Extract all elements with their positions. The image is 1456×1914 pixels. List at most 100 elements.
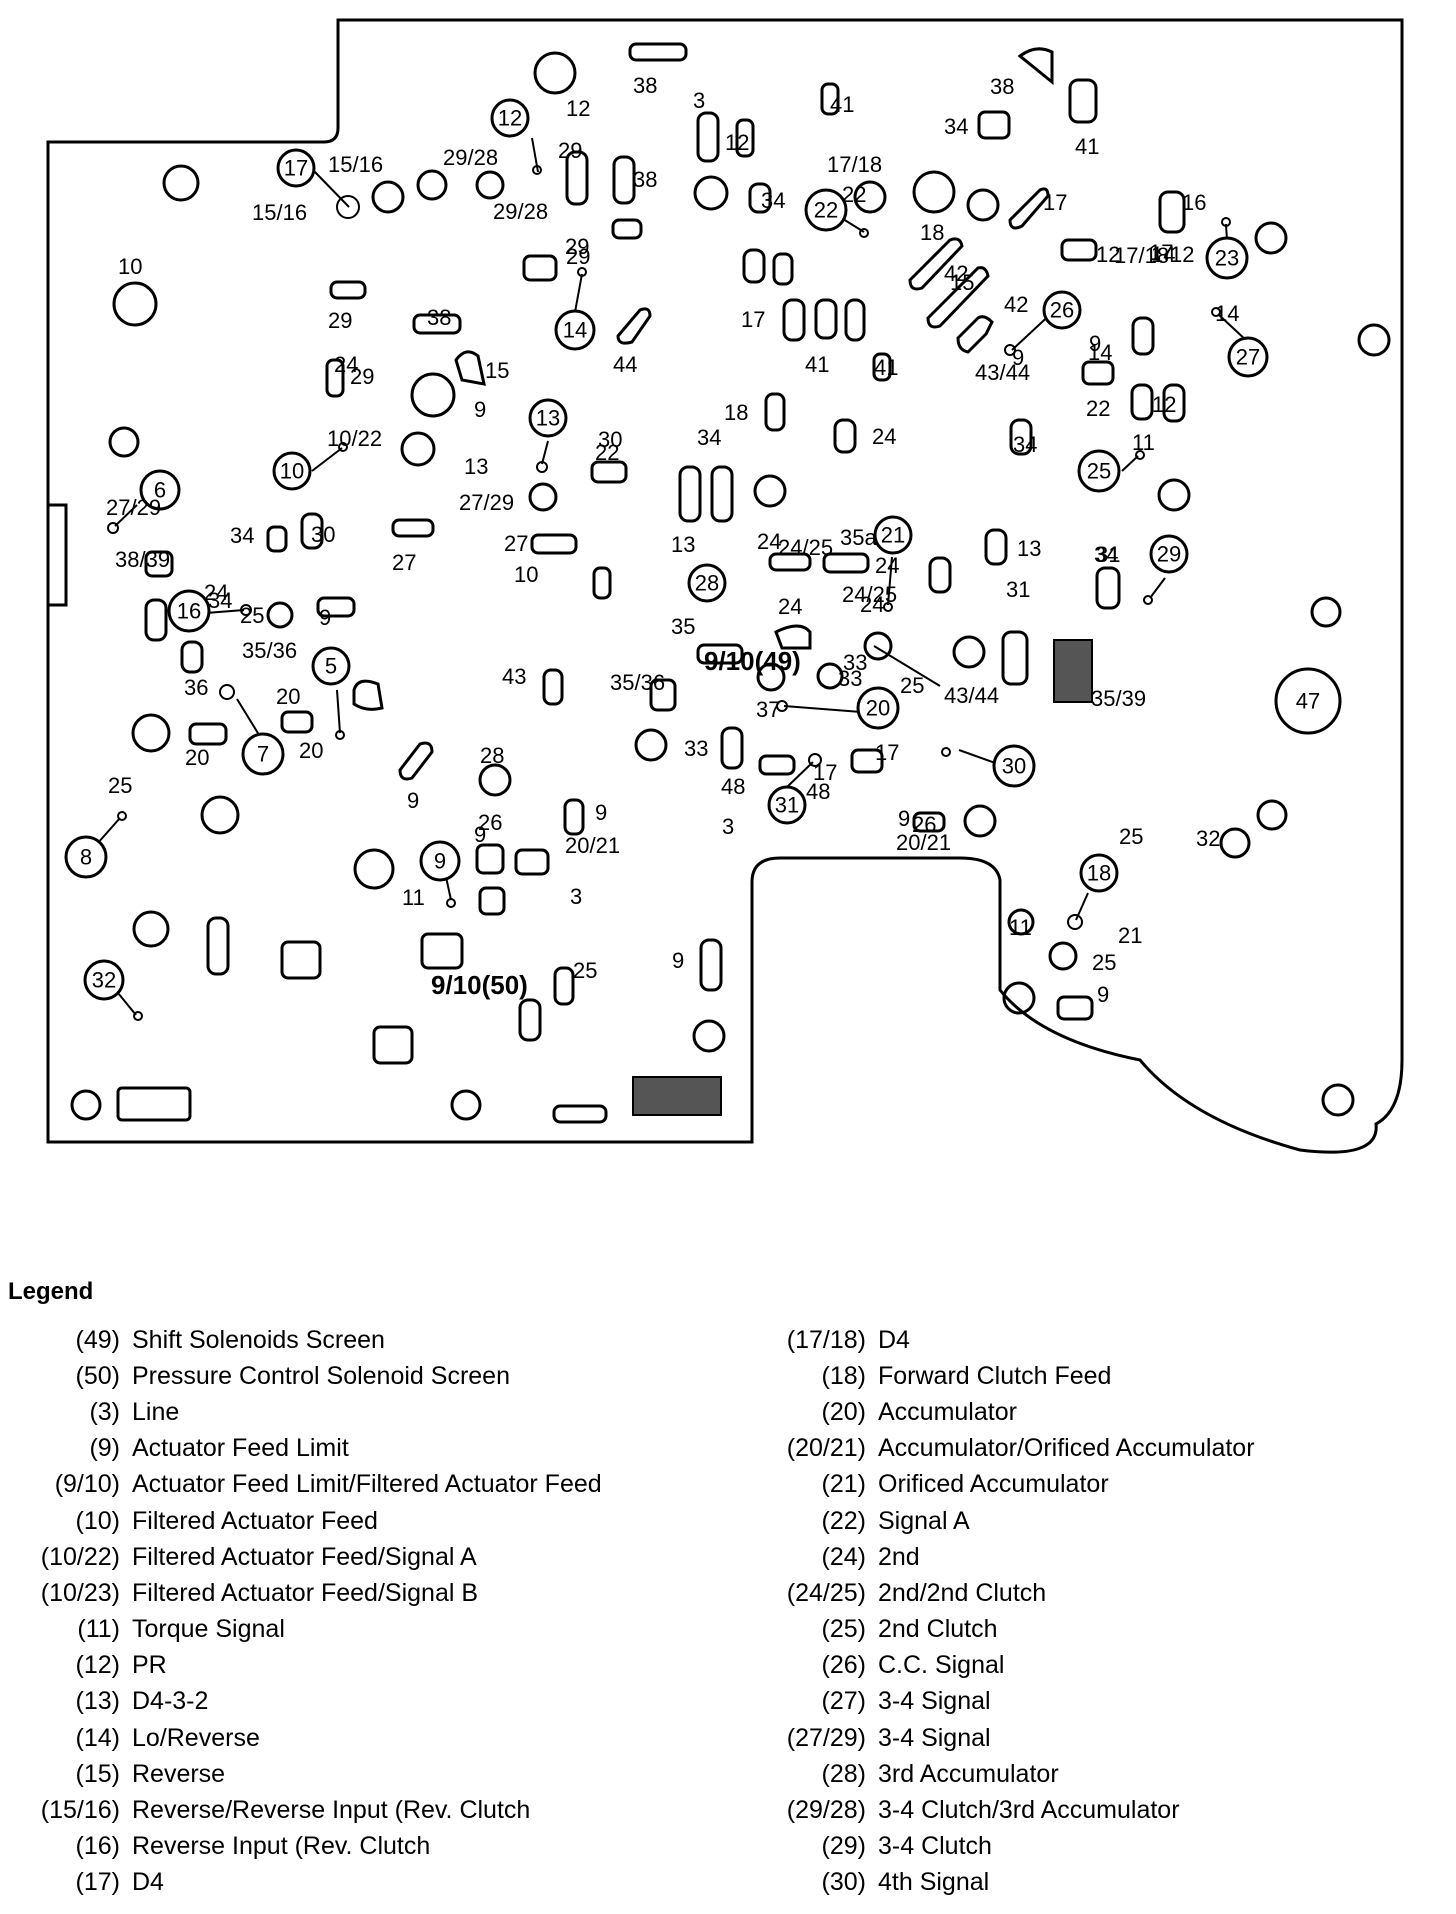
legend-code: (29) (821, 1832, 866, 1861)
diagram-label: 24 (875, 553, 899, 578)
diagram-label: 33 (843, 650, 867, 675)
callout-number: 20 (866, 696, 890, 721)
legend-code: (21) (821, 1470, 866, 1499)
legend-description: Filtered Actuator Feed (132, 1506, 378, 1535)
legend-row: (9/10)Actuator Feed Limit/Filtered Actua… (0, 1467, 602, 1503)
diagram-label: 9 (672, 948, 684, 973)
legend-code: (15) (75, 1759, 120, 1788)
diagram-label: 26 (912, 812, 936, 837)
legend-description: Actuator Feed Limit (132, 1434, 349, 1463)
legend-code: (50) (75, 1361, 120, 1390)
legend-code: (17) (75, 1868, 120, 1897)
callout-circle (1205, 236, 1249, 280)
legend-code: (20) (821, 1397, 866, 1426)
legend-row: (22)Signal A (756, 1503, 1255, 1539)
callout-circle (1149, 534, 1189, 574)
diagram-label: 41 (874, 355, 898, 380)
diagram-label: 30 (598, 427, 622, 452)
diagram-label: 29 (565, 234, 589, 259)
diagram-label: 10/22 (327, 426, 382, 451)
callout-number: 32 (92, 968, 116, 993)
legend-code: (14) (75, 1723, 120, 1752)
holes (70, 51, 1391, 1121)
legend-row: (50) Pressure Control Solenoid Screen (0, 1358, 602, 1394)
diagram-label: 11 (402, 885, 425, 910)
diagram-label: 20 (276, 684, 300, 709)
legend-description: Reverse/Reverse Input (Rev. Clutch (132, 1796, 531, 1825)
diagram-label: 14 (1088, 340, 1112, 365)
callout-circle (419, 840, 461, 882)
diagram-label: 27 (392, 550, 416, 575)
legend-code: (11) (77, 1615, 120, 1644)
legend-row: (20/21)Accumulator/Orificed Accumulator (756, 1431, 1255, 1467)
diagram-label: 43 (502, 664, 526, 689)
diagram-label: 29 (558, 138, 582, 163)
diagram-label: 48 (806, 779, 830, 804)
diagram-label: 22 (842, 182, 866, 207)
legend-description: Pressure Control Solenoid Screen (132, 1361, 510, 1390)
legend-row: (15/16) Reverse/Reverse Input (Rev. Clutc… (0, 1792, 602, 1828)
legend-row: (10/23)Filtered Actuator Feed/Signal B (0, 1575, 602, 1611)
legend-description: C.C. Signal (878, 1651, 1005, 1680)
diagram-label: 25 (240, 603, 264, 628)
diagram-label: 29 (350, 364, 374, 389)
leader-lines (96, 137, 1249, 1021)
diagram-label: 24 (204, 580, 228, 605)
legend-description: Orificed Accumulator (878, 1470, 1109, 1499)
callout-number: 17 (284, 156, 308, 181)
diagram-label: 24 (334, 352, 358, 377)
callout-number: 30 (1002, 754, 1026, 779)
diagram-label: 32 (1196, 826, 1220, 851)
valve-body-diagram: 1217222623271413256102129281657203047318… (46, 18, 1404, 1154)
callout-circle (167, 589, 211, 633)
pressure-control-solenoid-screen (632, 1076, 722, 1116)
diagram-label: 14 (1151, 242, 1175, 267)
diagram-label: 15 (950, 270, 974, 295)
callout-circle (856, 686, 900, 730)
diagram-label: 42 (944, 261, 968, 286)
diagram-label: 38 (990, 74, 1014, 99)
diagram-label: 10 (118, 254, 142, 279)
legend-code: (10) (75, 1506, 120, 1535)
diagram-label: 9/10(49) (704, 646, 801, 676)
diagram-label: 13 (1017, 536, 1041, 561)
legend-code: (17/18) (786, 1325, 866, 1354)
diagram-label: 9 (474, 397, 486, 422)
callout-number: 31 (775, 793, 799, 818)
callout-number: 26 (1050, 298, 1074, 323)
legend-code: (30) (821, 1868, 866, 1897)
diagram-label: 18 (920, 220, 944, 245)
legend-code: (24/25) (786, 1578, 866, 1607)
diagram-label: 10 (514, 562, 538, 587)
callout-number: 7 (257, 742, 269, 767)
callout-circle (873, 515, 913, 555)
callout-number: 28 (695, 571, 719, 596)
legend-right-column: (17/18)D4(18)Forward Clutch Feed(20)Accu… (756, 1322, 1255, 1901)
callout-number: 10 (280, 459, 304, 484)
diagram-label: 16 (1182, 190, 1206, 215)
diagram-label: 24 (872, 424, 896, 449)
callout-number: 27 (1236, 345, 1260, 370)
legend-left-column: (49)Shift Solenoids Screen(50)Pressure C… (0, 1322, 602, 1901)
diagram-label: 11 (1009, 915, 1032, 940)
diagram-label: 34 (697, 425, 721, 450)
legend-description: Filtered Actuator Feed/Signal A (132, 1542, 477, 1571)
diagram-label: 42 (1004, 292, 1028, 317)
legend-description: 3-4 Signal (878, 1723, 991, 1752)
legend-row: (16)Reverse Input (Rev. Clutch (0, 1829, 602, 1865)
legend-code: (15/16) (40, 1796, 120, 1825)
legend-code: (18) (821, 1361, 866, 1390)
legend-row: (21) Orificed Accumulator (756, 1467, 1255, 1503)
diagram-label: 3 (693, 88, 705, 113)
ports (116, 42, 1186, 1124)
callout-number: 23 (1215, 246, 1239, 271)
callout-number: 47 (1296, 689, 1320, 714)
diagram-label: 33 (684, 736, 708, 761)
callout-number: 29 (1157, 542, 1181, 567)
callout-circle (241, 732, 285, 776)
legend-description: 3rd Accumulator (878, 1759, 1059, 1788)
diagram-label: 12 (1096, 242, 1120, 267)
callout-circle (272, 451, 312, 491)
legend-description: Actuator Feed Limit/Filtered Actuator Fe… (132, 1470, 602, 1499)
